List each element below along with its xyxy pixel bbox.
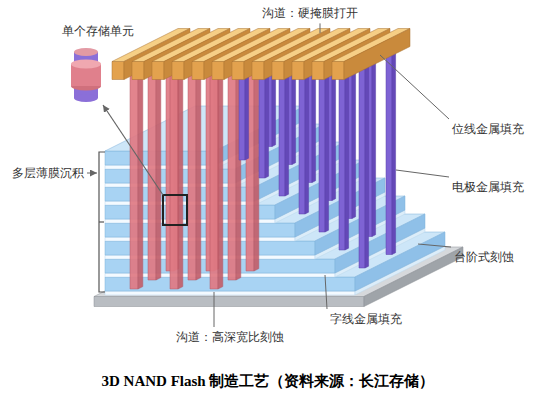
- channel-pillar-face: [188, 63, 196, 280]
- channel-pillar: [170, 70, 183, 289]
- electrode-rod: [359, 67, 369, 268]
- bit-line-bar-face: [232, 62, 244, 80]
- bit-line-bar-face: [272, 62, 284, 80]
- bit-line-bar-face: [292, 62, 304, 80]
- substrate-face: [94, 297, 364, 307]
- channel-pillar: [210, 70, 223, 289]
- bit-line-bar-face: [152, 62, 164, 80]
- electrode-rod-face: [239, 69, 245, 160]
- leader-line: [320, 23, 321, 33]
- leader-line: [214, 292, 215, 327]
- electrode-rod: [319, 67, 329, 232]
- leader-line: [325, 275, 327, 309]
- electrode-rod-face: [265, 67, 269, 178]
- channel-pillar-face: [148, 63, 156, 280]
- channel-pillar-face: [254, 52, 259, 271]
- channel-pillar-face: [196, 61, 201, 280]
- channel-pillar-face: [138, 70, 143, 289]
- leader-line: [396, 170, 449, 177]
- channel-pillar-face: [218, 70, 223, 289]
- stack-bracket: [99, 152, 105, 292]
- electrode-rod-face: [325, 67, 329, 232]
- bit-line-bar-face: [312, 62, 324, 80]
- electrode-rod-face: [285, 67, 289, 196]
- bit-line-bar-face: [172, 62, 184, 80]
- figure-caption: 3D NAND Flash 制造工艺（资料来源：长江存储）: [0, 372, 536, 390]
- leader-line: [418, 244, 451, 247]
- zoom-arrow: [103, 105, 163, 195]
- electrode-rod-face: [245, 67, 249, 160]
- electrode-rod: [299, 67, 309, 214]
- bracket-tick: [99, 221, 104, 222]
- leader-line: [87, 173, 97, 174]
- channel-pillar-face: [178, 70, 183, 289]
- part-label: 字线金属填充: [330, 312, 402, 326]
- electrode-rod-face: [392, 54, 396, 255]
- word-line-layer-face: [105, 291, 355, 295]
- bit-line-bar-face: [252, 62, 264, 80]
- memory-cell-icon: [71, 48, 101, 102]
- channel-pillar-face: [210, 72, 218, 289]
- electrode-rod-face: [259, 69, 265, 178]
- electrode-rod-face: [386, 56, 392, 255]
- leader-line: [380, 55, 449, 119]
- electrode-rod-face: [299, 69, 305, 214]
- channel-pillar-face: [156, 61, 161, 280]
- bit-line-bar-face: [192, 62, 204, 80]
- channel-pillar-face: [246, 54, 254, 271]
- electrode-rod-face: [279, 69, 285, 196]
- electrode-rod-face: [345, 67, 349, 250]
- cell-bottom: [74, 94, 98, 102]
- electrode-rod-face: [339, 69, 345, 250]
- channel-pillar: [148, 61, 161, 280]
- channel-pillar: [130, 70, 143, 289]
- part-label: 沟道：硬掩膜打开: [262, 6, 358, 20]
- electrode-rod-face: [365, 67, 369, 268]
- part-label: 电极金属填充: [452, 180, 524, 194]
- cell-frame: [163, 195, 187, 225]
- channel-pillar: [246, 52, 259, 271]
- cell-band-top: [71, 60, 101, 69]
- part-label: 沟道：高深宽比刻蚀: [176, 330, 284, 344]
- electrode-rod-face: [352, 54, 356, 219]
- electrode-rod-face: [372, 54, 376, 237]
- part-label: 多层薄膜沉积: [12, 166, 84, 180]
- bit-line-bar-face: [344, 29, 410, 80]
- electrode-rod: [386, 54, 396, 255]
- electrode-rod-face: [359, 69, 365, 268]
- part-label: 位线金属填充: [452, 122, 524, 136]
- part-label: 台阶式刻蚀: [454, 250, 514, 264]
- channel-pillar-face: [228, 63, 236, 280]
- cell-top: [74, 48, 98, 56]
- electrode-rod: [259, 67, 269, 178]
- electrode-rod: [279, 67, 289, 196]
- bit-line-bar-face: [112, 62, 124, 80]
- electrode-rod-face: [319, 69, 325, 232]
- channel-pillar: [188, 61, 201, 280]
- bit-line-bar-face: [332, 62, 344, 80]
- bit-line-bar-face: [212, 62, 224, 80]
- bit-line-bar-face: [132, 62, 144, 80]
- electrode-rod-face: [305, 67, 309, 214]
- electrode-rod: [239, 67, 249, 160]
- channel-pillar-face: [170, 72, 178, 289]
- nand-block: [94, 29, 463, 307]
- channel-pillar-face: [130, 72, 138, 289]
- electrode-rod: [339, 67, 349, 250]
- part-label: 单个存储单元: [62, 24, 134, 38]
